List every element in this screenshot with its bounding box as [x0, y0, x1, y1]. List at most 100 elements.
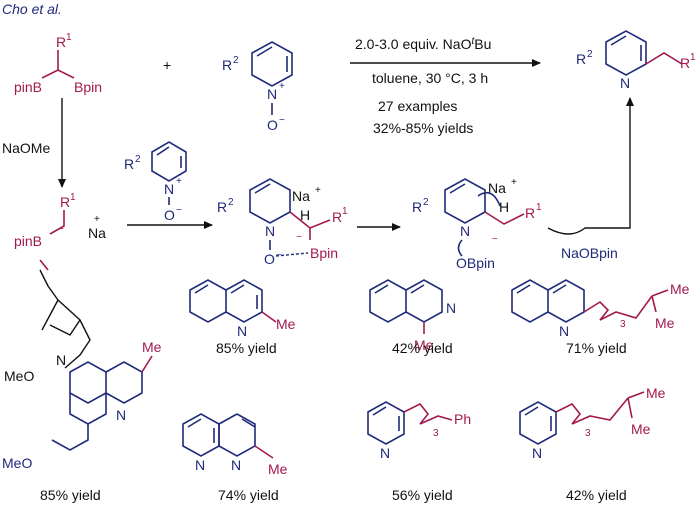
svg-text:N: N: [231, 457, 241, 473]
svg-text:+: +: [176, 176, 182, 187]
svg-text:2: 2: [423, 197, 429, 208]
svg-text:N: N: [56, 352, 66, 368]
svg-text:R: R: [680, 55, 690, 71]
svg-text:R: R: [56, 34, 66, 50]
yield-bipyridine: 74% yield: [218, 487, 279, 503]
yield-quinine: 85% yield: [40, 487, 101, 503]
boryl-carbanion: R 1 pinB − + Na: [14, 192, 106, 249]
svg-text:Bpin: Bpin: [74, 79, 102, 95]
quinine-product: MeO N N Me MeO: [2, 259, 162, 471]
conditions-base: 2.0-3.0 equiv. NaOtBu: [355, 36, 491, 52]
svg-text:−: −: [492, 234, 498, 245]
svg-text:1: 1: [66, 32, 72, 43]
svg-text:Me: Me: [414, 337, 434, 353]
svg-text:R: R: [525, 205, 535, 221]
svg-text:Na: Na: [88, 225, 106, 241]
intermediate-adduct: R 2 N O − Na + H R 1 − Bpin: [217, 178, 348, 267]
examples-count: 27 examples: [378, 98, 457, 114]
methylisoquinoline-product: N Me: [369, 279, 456, 353]
svg-text:O: O: [267, 117, 278, 133]
svg-text:Ph: Ph: [454, 411, 471, 427]
svg-text:R: R: [412, 199, 422, 215]
pyridine-n-oxide-2: R 2 N + O −: [124, 141, 187, 223]
svg-text:O: O: [264, 251, 275, 267]
svg-text:2: 2: [135, 154, 141, 165]
svg-text:−: −: [276, 250, 282, 261]
svg-text:Me: Me: [670, 281, 690, 297]
svg-text:R: R: [222, 57, 232, 73]
svg-text:N: N: [267, 86, 277, 102]
svg-text:N: N: [559, 323, 569, 339]
svg-text:R: R: [124, 156, 134, 172]
svg-text:pinB: pinB: [14, 79, 42, 95]
svg-text:−: −: [296, 232, 302, 243]
yield-prenylpyridine: 42% yield: [566, 487, 627, 503]
yield-prenylquinoline: 71% yield: [566, 340, 627, 356]
svg-text:H: H: [499, 199, 509, 215]
elimination-arrow: [547, 97, 634, 235]
svg-text:N: N: [446, 300, 456, 316]
svg-text:+: +: [94, 214, 100, 225]
diboryl-reagent: R 1 pinB Bpin: [14, 32, 102, 95]
svg-text:pinB: pinB: [14, 233, 42, 249]
yield-range: 32%-85% yields: [373, 120, 473, 136]
naobpin-label: NaOBpin: [561, 245, 618, 261]
svg-text:Me: Me: [268, 461, 288, 477]
intermediate-boronate: R 2 N OBpin Na + H R 1 −: [412, 177, 542, 271]
svg-text:OBpin: OBpin: [456, 255, 495, 271]
prenylpyridine-product: N 3 Me Me: [519, 385, 666, 461]
svg-text:N: N: [620, 75, 630, 91]
svg-text:MeO: MeO: [4, 368, 34, 384]
svg-text:R: R: [332, 209, 342, 225]
svg-text:Me: Me: [142, 339, 162, 355]
svg-text:3: 3: [620, 319, 626, 330]
product-2-alkylpyridine: R 2 N R 1: [576, 30, 696, 91]
svg-text:Na: Na: [292, 188, 310, 204]
svg-text:Na: Na: [488, 180, 506, 196]
svg-text:N: N: [532, 445, 542, 461]
phenylpropylpyridine-product: N 3 Ph: [367, 401, 471, 461]
svg-text:R: R: [576, 51, 586, 67]
svg-text:1: 1: [536, 202, 542, 213]
svg-text:−: −: [58, 224, 64, 235]
svg-text:N: N: [195, 457, 205, 473]
plus-sign: +: [163, 57, 171, 73]
svg-text:−: −: [279, 115, 285, 126]
svg-text:Bpin: Bpin: [310, 245, 338, 261]
svg-text:N: N: [116, 407, 126, 423]
svg-text:Me: Me: [655, 315, 675, 331]
yield-methylisoquinoline: 42% yield: [392, 340, 453, 356]
prenylquinoline-product: N 3 Me Me: [511, 279, 690, 339]
svg-text:1: 1: [690, 52, 696, 63]
yield-methylquinoline: 85% yield: [216, 340, 277, 356]
svg-text:N: N: [265, 223, 275, 239]
svg-text:Me: Me: [646, 385, 666, 401]
svg-text:H: H: [300, 207, 310, 223]
svg-text:+: +: [511, 177, 517, 188]
bipyridine-product: N N Me: [182, 413, 288, 477]
svg-text:1: 1: [70, 192, 76, 203]
svg-text:3: 3: [433, 428, 439, 439]
svg-text:R: R: [60, 194, 70, 210]
svg-text:2: 2: [233, 55, 239, 66]
svg-text:−: −: [176, 205, 182, 216]
yield-phenylpropylpyridine: 56% yield: [392, 487, 453, 503]
methylquinoline-product: N Me: [189, 279, 296, 339]
svg-text:MeO: MeO: [2, 455, 32, 471]
svg-text:2: 2: [228, 197, 234, 208]
citation: Cho et al.: [2, 1, 62, 17]
svg-text:+: +: [315, 185, 321, 196]
conditions-solvent: toluene, 30 °C, 3 h: [372, 70, 488, 86]
svg-text:3: 3: [585, 428, 591, 439]
svg-text:N: N: [460, 223, 470, 239]
svg-text:Me: Me: [276, 316, 296, 332]
svg-text:N: N: [380, 445, 390, 461]
svg-text:R: R: [217, 199, 227, 215]
naome-label: NaOMe: [2, 140, 50, 156]
svg-text:Me: Me: [631, 421, 651, 437]
svg-text:1: 1: [342, 206, 348, 217]
svg-text:N: N: [237, 323, 247, 339]
svg-text:+: +: [279, 81, 285, 92]
